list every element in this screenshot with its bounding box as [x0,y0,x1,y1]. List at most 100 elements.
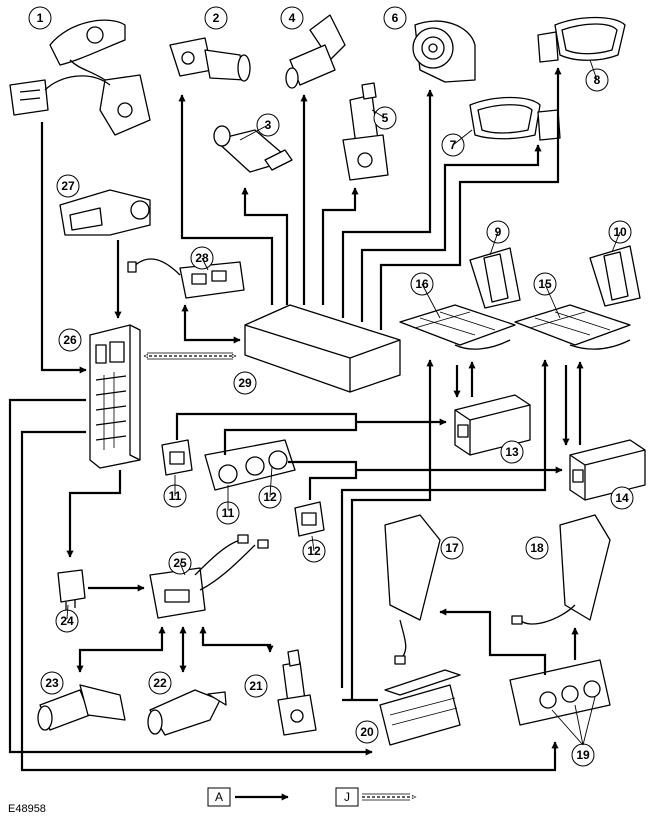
callout-circle [500,440,524,464]
legend-letter-j: J [344,790,350,804]
callout-number: 27 [61,179,75,193]
callout-27: 27 [56,174,80,198]
connection-20-to-16 [350,359,434,688]
callout-26: 26 [58,328,82,352]
callout-circle [56,174,80,198]
callout-circle [233,371,257,395]
callout-number: 23 [45,676,59,690]
mirror-7-drawing [469,96,561,141]
seat-heater-15-drawing [514,304,631,350]
callout-number: 26 [63,333,77,347]
callout-number: 1 [37,11,44,25]
connection-29-to-5 [321,187,359,305]
motor-23-drawing [37,684,126,731]
motor-22-drawing [147,689,227,736]
callout-24: 24 [55,609,79,633]
callout-number: 19 [576,748,590,762]
callout-number: 5 [382,111,389,125]
figure-code: E48958 [8,803,46,815]
connection-20-to-15 [340,359,549,688]
fuse-box-drawing [89,324,141,469]
callout-17: 17 [440,536,464,560]
callout-number: 2 [213,11,220,25]
module-20-drawing [379,669,461,746]
callout-circle [525,536,549,560]
connection-25-to-21 [199,626,274,653]
callout-6: 6 [383,6,407,30]
seat-back-9-drawing [469,247,521,309]
connection-29-to-6 [341,89,434,318]
connection-1-to-26 [40,122,87,374]
callout-number: 12 [307,544,321,558]
callout-number: 18 [530,541,544,555]
callout-number: 8 [594,73,601,87]
callout-number: 4 [289,11,296,25]
module-29-drawing [244,304,401,393]
seat-heater-17-drawing [384,514,441,665]
control-panel-19-drawing [509,659,611,726]
callout-13: 13 [500,440,524,464]
callout-number: 13 [505,445,519,459]
switch-12-drawing [294,501,325,537]
callout-number: 9 [495,225,502,239]
seat-heater-18-drawing [511,514,611,625]
callout-number: 21 [249,679,263,693]
connection-25-to-23 [76,626,166,673]
callout-number: 17 [445,541,459,555]
callout-number: 3 [265,118,272,132]
connection-29-to-7 [360,144,542,322]
callout-20: 20 [355,720,379,744]
motor-5-drawing [342,82,389,181]
connection-29-to-2 [178,94,274,305]
callout-number: 11 [222,506,235,520]
callout-11: 11 [216,501,240,525]
speaker-6-drawing [412,20,476,83]
callout-number: 10 [613,225,627,239]
connection-26-to-20-b [20,430,559,772]
steering-column-switch-drawing [9,19,151,136]
callout-circle [28,6,52,30]
callout-2: 2 [204,6,228,30]
connection-26-to-24 [66,470,122,558]
connection-29-to-3 [241,187,289,305]
callout-number: 29 [238,376,252,390]
callout-circle [148,671,172,695]
connection-19-to-17 [439,608,547,675]
callout-number: 24 [60,614,74,628]
callout-circle [355,720,379,744]
callout-circle [610,486,634,510]
motor-2-drawing [169,37,251,82]
callout-circle [280,6,304,30]
callout-circle [383,6,407,30]
callout-circle [40,671,64,695]
mirror-8-drawing [537,16,626,63]
connection-28-to-29 [181,304,241,344]
callout-circle [244,674,268,698]
callout-22: 22 [148,671,172,695]
switch-pack-28-drawing [127,258,245,299]
legend: A J [207,787,416,807]
module-14-drawing [569,439,646,501]
legend-box-j [335,787,359,807]
callout-14: 14 [610,486,634,510]
motor-3-drawing [213,125,293,173]
switch-25-drawing [149,534,269,619]
callout-number: 22 [153,676,167,690]
climate-panel-drawing [204,439,296,491]
callout-circle [204,6,228,30]
legend-letter-a: A [215,790,223,804]
connection-26-to-20-a [8,398,373,756]
connection-11-12-to-14 [288,460,562,500]
callout-1: 1 [28,6,52,30]
callout-circle [440,536,464,560]
seat-heater-16-drawing [399,304,516,350]
callout-number: 14 [615,491,629,505]
callout-number: 6 [392,11,399,25]
module-13-drawing [454,394,531,456]
callout-circle [58,328,82,352]
callout-29: 29 [233,371,257,395]
callout-23: 23 [40,671,64,695]
callout-18: 18 [525,536,549,560]
ignition-switch-drawing [59,189,151,236]
